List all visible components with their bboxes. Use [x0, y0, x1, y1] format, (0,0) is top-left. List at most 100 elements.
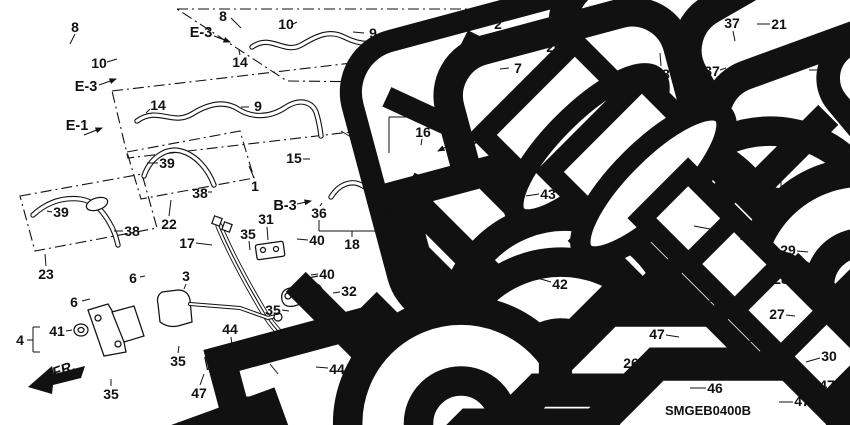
callout-leader [46, 210, 53, 213]
callout-leader [69, 33, 76, 45]
part-callout-48: 48 [541, 392, 557, 408]
callout-leader [230, 17, 242, 29]
callout-leader [65, 329, 73, 332]
part-callout-37: 37 [776, 153, 792, 169]
part-callout-47: 47 [819, 377, 835, 393]
ref-label-e1: E-1 [66, 118, 89, 134]
part-callout-39: 39 [53, 204, 69, 220]
part-callout-40: 40 [319, 266, 335, 282]
part-callout-3: 3 [182, 268, 190, 284]
ref-label-e3: E-3 [75, 79, 98, 95]
part-callout-17: 17 [179, 235, 195, 251]
callout-leader [499, 67, 510, 70]
part-callout-37: 37 [724, 15, 740, 31]
part-callout-9: 9 [369, 25, 377, 41]
part-callout-45: 45 [740, 229, 756, 245]
panel-box-2 [175, 8, 475, 84]
grommet-part-41 [73, 323, 89, 337]
callout-leader [810, 120, 814, 127]
part-callout-43: 43 [540, 186, 556, 202]
part-callout-33: 33 [258, 348, 274, 364]
part-callout-35: 35 [170, 353, 186, 369]
part-callout-14: 14 [150, 97, 166, 113]
part-callout-27: 27 [769, 306, 785, 322]
callout-leader [443, 69, 456, 73]
ref-arrow [437, 143, 453, 152]
callout-leader [139, 275, 146, 278]
part-callout-22: 22 [161, 216, 177, 232]
callout-leader [516, 387, 519, 393]
part-callout-35: 35 [265, 302, 281, 318]
part-callout-35: 35 [240, 226, 256, 242]
ref-label-fr: FR. [50, 358, 77, 381]
callout-leader [805, 357, 821, 363]
callout-leader [732, 30, 736, 42]
part-callout-1: 1 [251, 178, 259, 194]
callout-leader [469, 380, 479, 385]
part-callout-35: 35 [419, 394, 435, 410]
ref-arrow [213, 35, 231, 43]
part-callout-31: 31 [258, 211, 274, 227]
part-callout-34: 34 [479, 376, 495, 392]
part-callout-49: 49 [823, 62, 839, 78]
callout-leader [659, 52, 662, 67]
hose-22 [144, 150, 214, 185]
callout-leader [525, 193, 540, 197]
callout-leader [281, 309, 290, 312]
part-callout-36: 36 [379, 205, 395, 221]
part-callout-14: 14 [232, 54, 248, 70]
part-callout-29: 29 [780, 242, 796, 258]
callout-leader [81, 298, 91, 302]
pipe-end [221, 221, 233, 233]
part-callout-38: 38 [124, 223, 140, 239]
ref-label-b3: B-3 [454, 132, 477, 148]
part-callout-38: 38 [192, 185, 208, 201]
part-callout-45: 45 [684, 249, 700, 265]
part-callout-8: 8 [219, 8, 227, 24]
bracket-part-4 [87, 303, 145, 357]
part-callout-36: 36 [311, 205, 327, 221]
callout-leader [145, 108, 151, 114]
part-callout-19: 19 [763, 204, 779, 220]
callout-leader [248, 240, 251, 251]
callout-leader [747, 169, 752, 173]
callout-leader [248, 165, 255, 179]
part-callout-47: 47 [649, 326, 665, 342]
part-callout-18: 18 [344, 236, 360, 252]
part-callout-6: 6 [129, 270, 137, 286]
ref-label-e3: E-3 [190, 25, 213, 41]
part-callout-36: 36 [589, 59, 605, 75]
part-callout-26: 26 [623, 355, 639, 371]
callout-leader [705, 312, 708, 323]
part-callout-23: 23 [38, 266, 54, 282]
callout-leader [238, 49, 241, 56]
ref-arrow [83, 127, 103, 136]
part-callout-16: 16 [415, 124, 431, 140]
callout-leader [269, 363, 279, 375]
callout-leader [387, 203, 390, 207]
callout-leader [230, 336, 233, 346]
panel-box-22 [126, 130, 255, 200]
bracket-part-31 [254, 240, 286, 261]
callout-leader [789, 279, 802, 282]
callout-leader [457, 183, 473, 194]
part-callout-7: 7 [354, 100, 362, 116]
ref-label-b3: B-3 [273, 198, 296, 214]
callout-leader [183, 283, 187, 290]
part-callout-11: 11 [510, 391, 525, 407]
callout-leader [266, 226, 269, 241]
callout-leader [352, 31, 365, 34]
callout-leader [168, 199, 172, 217]
part-callout-6: 6 [70, 294, 78, 310]
callout-leader [785, 314, 796, 317]
callout-leader [736, 213, 748, 231]
callout-leader [177, 345, 180, 354]
part-callout-41: 41 [49, 323, 65, 339]
callout-leader [354, 115, 358, 123]
part-callout-47: 47 [235, 393, 251, 409]
part-callout-40: 40 [309, 232, 325, 248]
part-callout-46: 46 [707, 380, 723, 396]
callout-leader [195, 242, 213, 246]
callout-leader [767, 155, 776, 160]
